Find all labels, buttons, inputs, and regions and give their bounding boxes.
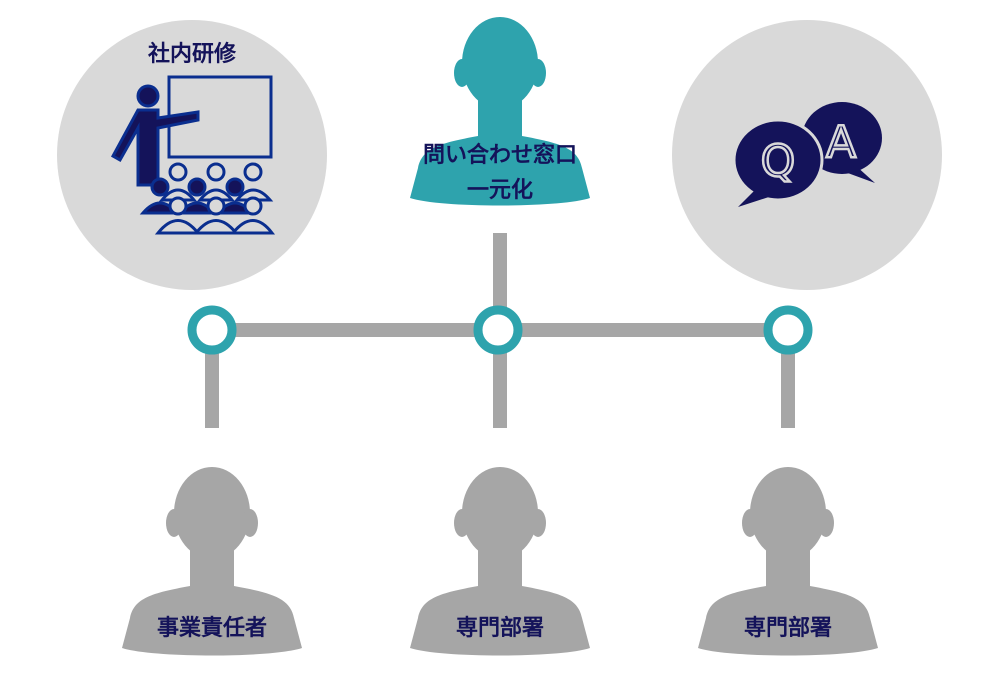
training-label: 社内研修	[147, 42, 236, 67]
bottom-label-2: 専門部署	[455, 616, 544, 641]
qa-speech-bubbles-icon: Q A	[732, 102, 882, 207]
training-presentation-icon	[110, 75, 276, 235]
node-right	[763, 305, 813, 355]
svg-text:A: A	[826, 117, 856, 168]
node-center	[473, 305, 523, 355]
bottom-label-1: 事業責任者	[156, 616, 267, 641]
center-label-line2: 一元化	[466, 178, 533, 203]
node-left	[187, 305, 237, 355]
center-label-line1: 問い合わせ窓口	[422, 143, 577, 168]
svg-text:Q: Q	[761, 136, 796, 187]
bottom-label-3: 専門部署	[743, 616, 832, 641]
